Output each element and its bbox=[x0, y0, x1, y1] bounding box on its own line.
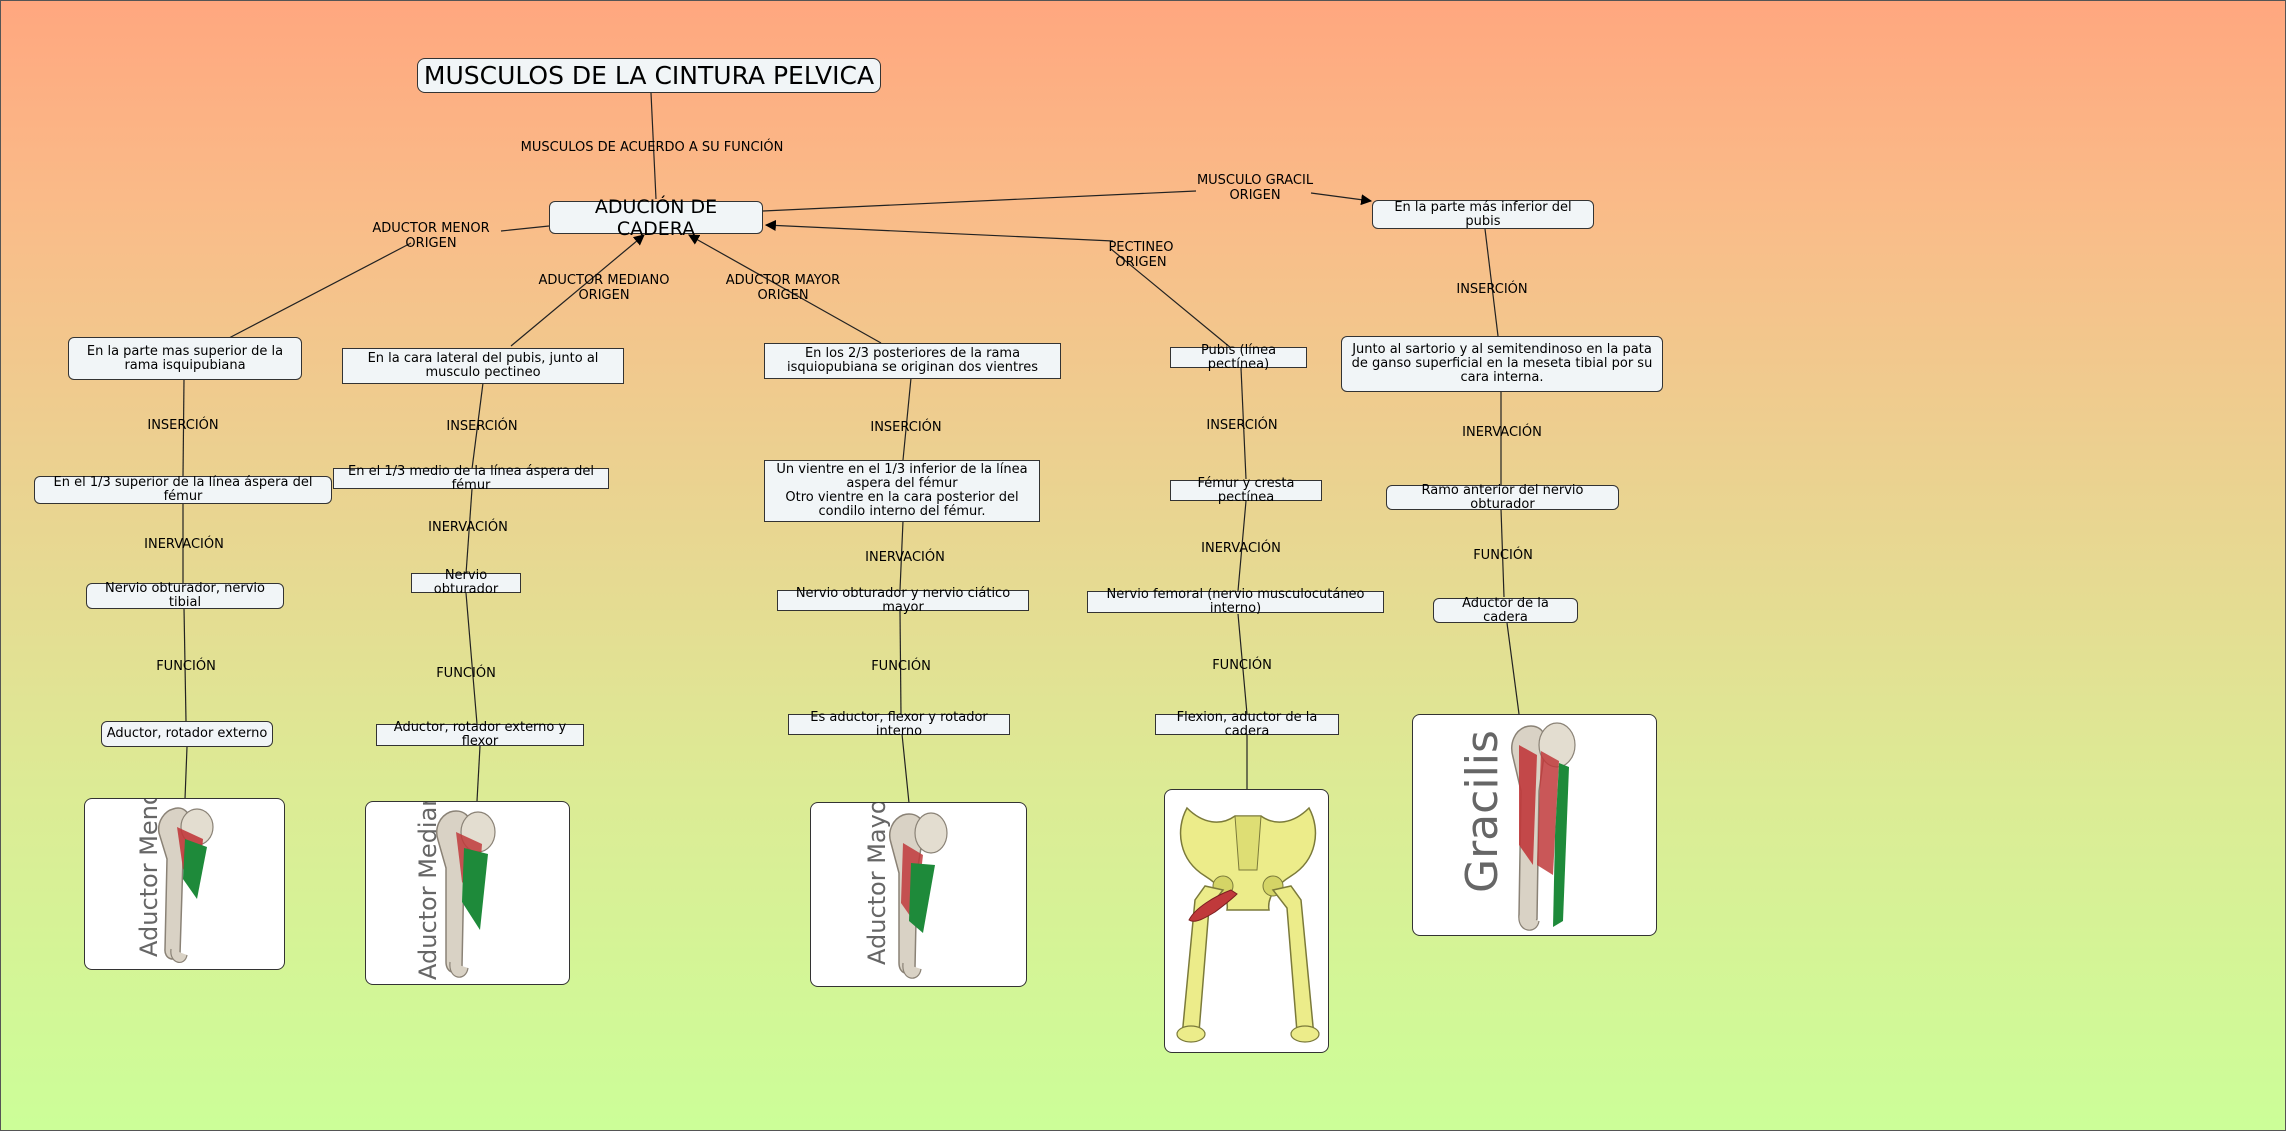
aductor-menor-image[interactable]: Aductor Menor bbox=[84, 798, 285, 970]
menor-function-label: FUNCIÓN bbox=[156, 659, 216, 674]
gracil-innervation-node[interactable]: Ramo anterior del nervio obturador bbox=[1386, 483, 1619, 511]
mediano-innervation-node[interactable]: Nervio obturador bbox=[411, 569, 521, 597]
pectineo-innervation-label: INERVACIÓN bbox=[1201, 541, 1281, 556]
gracil-insertion-node[interactable]: Junto al sartorio y al semitendinoso en … bbox=[1341, 336, 1663, 392]
aductor-menor-caption: Aductor Menor bbox=[135, 798, 163, 957]
gracil-origin-node[interactable]: En la parte más inferior del pubis bbox=[1372, 200, 1594, 229]
mediano-function-node[interactable]: Aductor, rotador externo y flexor bbox=[376, 721, 584, 749]
femur-illustration bbox=[1511, 722, 1576, 931]
mediano-insertion-label: INSERCIÓN bbox=[446, 419, 518, 434]
mediano-origin-node[interactable]: En la cara lateral del pubis, junto al m… bbox=[342, 348, 624, 384]
menor-innervation-node[interactable]: Nervio obturador, nervio tibial bbox=[86, 582, 284, 610]
femur-illustration bbox=[889, 812, 948, 979]
menor-innervation-label: INERVACIÓN bbox=[144, 537, 224, 552]
mediano-insertion-node[interactable]: En el 1/3 medio de la línea áspera del f… bbox=[333, 464, 609, 492]
pectineo-insertion-label: INSERCIÓN bbox=[1206, 418, 1278, 433]
pectineo-function-node[interactable]: Flexion, aductor de la cadera bbox=[1155, 710, 1339, 738]
mayor-origin-node[interactable]: En los 2/3 posteriores de la rama isquio… bbox=[764, 343, 1061, 379]
link-label-function: MUSCULOS DE ACUERDO A SU FUNCIÓN bbox=[520, 140, 784, 155]
menor-function-node[interactable]: Aductor, rotador externo bbox=[101, 721, 273, 747]
femur-illustration bbox=[436, 810, 496, 978]
mediano-function-label: FUNCIÓN bbox=[436, 666, 496, 681]
pectineo-function-label: FUNCIÓN bbox=[1212, 658, 1272, 673]
menor-insertion-node[interactable]: En el 1/3 superior de la línea áspera de… bbox=[34, 476, 332, 504]
mayor-innervation-label: INERVACIÓN bbox=[865, 550, 945, 565]
gracil-innervation-label: INERVACIÓN bbox=[1462, 425, 1542, 440]
link-label-mayor-origin: ADUCTOR MAYOR ORIGEN bbox=[725, 273, 841, 303]
link-label-pectineo-origin: PECTINEO ORIGEN bbox=[1108, 240, 1174, 270]
femur-illustration bbox=[157, 807, 214, 963]
mayor-insertion-label: INSERCIÓN bbox=[870, 420, 942, 435]
link-label-gracil-origin: MUSCULO GRACIL ORIGEN bbox=[1196, 173, 1314, 203]
aductor-mediano-image[interactable]: Aductor Mediano bbox=[365, 801, 570, 985]
map-title[interactable]: MUSCULOS DE LA CINTURA PELVICA bbox=[417, 58, 881, 93]
gracil-insertion-label: INSERCIÓN bbox=[1456, 282, 1528, 297]
link-label-mediano-origin: ADUCTOR MEDIANO ORIGEN bbox=[538, 273, 670, 303]
gracil-function-label: FUNCIÓN bbox=[1473, 548, 1533, 563]
aductor-mediano-caption: Aductor Mediano bbox=[414, 801, 442, 980]
mayor-function-node[interactable]: Es aductor, flexor y rotador interno bbox=[788, 710, 1010, 738]
pectineo-innervation-node[interactable]: Nervio femoral (nervio musculocutáneo in… bbox=[1087, 588, 1384, 616]
mayor-function-label: FUNCIÓN bbox=[871, 659, 931, 674]
link-label-menor-origin: ADUCTOR MENOR ORIGEN bbox=[372, 221, 490, 251]
menor-origin-node[interactable]: En la parte mas superior de la rama isqu… bbox=[68, 337, 302, 380]
mayor-insertion-node[interactable]: Un vientre en el 1/3 inferior de la líne… bbox=[764, 460, 1040, 522]
pectineo-origin-node[interactable]: Pubis (línea pectínea) bbox=[1170, 343, 1307, 371]
pelvis-illustration bbox=[1176, 806, 1320, 1043]
pectineo-insertion-node[interactable]: Fémur y cresta pectínea bbox=[1170, 476, 1322, 504]
mayor-innervation-node[interactable]: Nervio obturador y nervio ciático mayor bbox=[777, 586, 1029, 614]
aductor-mayor-caption: Aductor Mayor bbox=[863, 802, 891, 965]
mediano-innervation-label: INERVACIÓN bbox=[428, 520, 508, 535]
aductor-mayor-image[interactable]: Aductor Mayor bbox=[810, 802, 1027, 987]
gracilis-image[interactable]: Gracilis bbox=[1412, 714, 1657, 936]
menor-insertion-label: INSERCIÓN bbox=[147, 418, 219, 433]
gracil-function-node[interactable]: Aductor de la cadera bbox=[1433, 596, 1578, 624]
main-concept-node[interactable]: ADUCIÓN DE CADERA bbox=[549, 196, 763, 240]
pelvis-pectineo-image[interactable] bbox=[1164, 789, 1329, 1053]
gracilis-caption: Gracilis bbox=[1457, 730, 1508, 893]
